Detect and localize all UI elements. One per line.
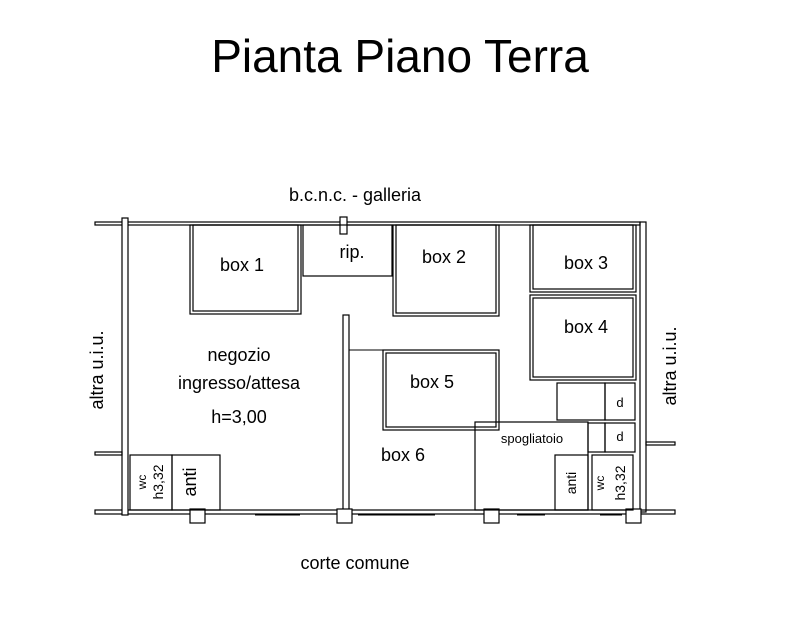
room-negozio: negozio — [207, 345, 270, 365]
room-box5: box 5 — [410, 372, 454, 392]
room-rip: rip. — [339, 242, 364, 262]
label-top: b.c.n.c. - galleria — [289, 185, 422, 205]
room-wc-right: wc — [593, 476, 607, 492]
room-negozio-sub: ingresso/attesa — [178, 373, 301, 393]
room-d1: d — [616, 395, 623, 410]
label-bottom: corte comune — [300, 553, 409, 573]
room-box6: box 6 — [381, 445, 425, 465]
room-d2: d — [616, 429, 623, 444]
room-wc-left: wc — [135, 475, 149, 491]
room-box4: box 4 — [564, 317, 608, 337]
room-spogliatoio: spogliatoio — [501, 431, 563, 446]
room-box3: box 3 — [564, 253, 608, 273]
plan-title: Pianta Piano Terra — [211, 30, 589, 82]
room-wc-right-height: h3,32 — [612, 465, 628, 500]
room-anti-left: anti — [180, 467, 200, 496]
rooms — [129, 224, 637, 511]
room-negozio-height: h=3,00 — [211, 407, 267, 427]
room-box1: box 1 — [220, 255, 264, 275]
room-wc-left-height: h3,32 — [150, 464, 166, 499]
room-anti-right: anti — [563, 472, 579, 495]
room-box2: box 2 — [422, 247, 466, 267]
label-right: altra u.i.u. — [660, 326, 680, 405]
label-left: altra u.i.u. — [87, 330, 107, 409]
